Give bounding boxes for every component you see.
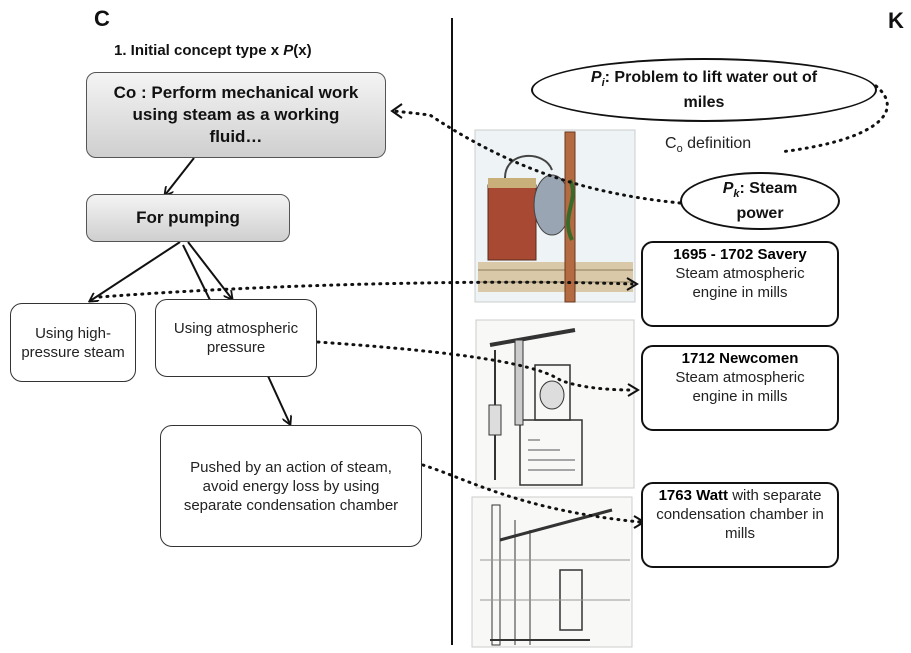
dotted-atmospheric-to-newcomen xyxy=(316,340,635,392)
section-label-k: K xyxy=(888,8,904,33)
savery-title: 1695 - 1702 Savery xyxy=(673,246,807,263)
node-pi-problem: Pi: Problem to lift water out of miles xyxy=(531,58,877,122)
node-atmospheric-pressure: Using atmospheric pressure xyxy=(155,299,317,377)
pi-sub: i xyxy=(601,77,605,90)
newcomen-text: Steam atmospheric engine in mills xyxy=(675,369,805,405)
concept-title-suffix: (x) xyxy=(293,42,312,59)
node-pk-steam-power: Pk: Steam power xyxy=(680,172,840,230)
concept-title-prefix: 1. Initial concept type x xyxy=(114,42,284,59)
savery-text: Steam atmospheric engine in mills xyxy=(675,265,805,301)
pk-symbol: P xyxy=(722,179,734,197)
watt-text: with separate condensation chamber in mi… xyxy=(656,487,824,542)
arrowhead-newcomen xyxy=(627,383,640,397)
node-high-pressure-steam: Using high-pressure steam xyxy=(10,303,136,382)
node-for-pumping: For pumping xyxy=(86,194,290,242)
arrow-pumping-to-highpressure xyxy=(90,241,181,301)
arrow-atmospheric-to-pushed xyxy=(267,375,290,424)
pk-text: : Steam power xyxy=(736,179,798,223)
dotted-pi-to-c0def xyxy=(778,84,889,154)
node-savery: 1695 - 1702 Savery Steam atmospheric eng… xyxy=(641,241,839,327)
c0-definition-label: Co definition xyxy=(665,135,751,155)
arrowhead-savery xyxy=(626,277,639,291)
concept-title-func: P xyxy=(283,42,294,59)
arrow-c0-to-pumping xyxy=(165,157,195,195)
dotted-pushed-to-watt xyxy=(421,463,642,524)
node-newcomen: 1712 Newcomen Steam atmospheric engine i… xyxy=(641,345,839,431)
watt-engine-engraving xyxy=(471,496,633,648)
c0def-sub: o xyxy=(676,143,683,156)
concept-title: 1. Initial concept type x P(x) xyxy=(114,42,312,59)
node-c0: Co : Perform mechanical work using steam… xyxy=(86,72,386,158)
pi-symbol: P xyxy=(590,68,602,86)
arrowhead-c0 xyxy=(390,103,403,119)
c0def-symbol: C xyxy=(665,135,677,152)
watt-title: 1763 Watt xyxy=(658,487,729,504)
pi-text: : Problem to lift water out of miles xyxy=(604,68,818,112)
pk-sub: k xyxy=(733,188,740,201)
dotted-pk-to-c0 xyxy=(392,109,682,205)
dotted-highpressure-to-savery xyxy=(98,280,634,299)
newcomen-title: 1712 Newcomen xyxy=(681,350,799,367)
newcomen-engine-engraving xyxy=(475,319,635,489)
section-label-c: C xyxy=(94,6,110,31)
c0def-text: definition xyxy=(682,135,752,152)
node-pushed-by-steam: Pushed by an action of steam, avoid ener… xyxy=(160,425,422,547)
node-watt: 1763 Watt with separate condensation cha… xyxy=(641,482,839,568)
savery-engine-engraving xyxy=(474,129,636,303)
